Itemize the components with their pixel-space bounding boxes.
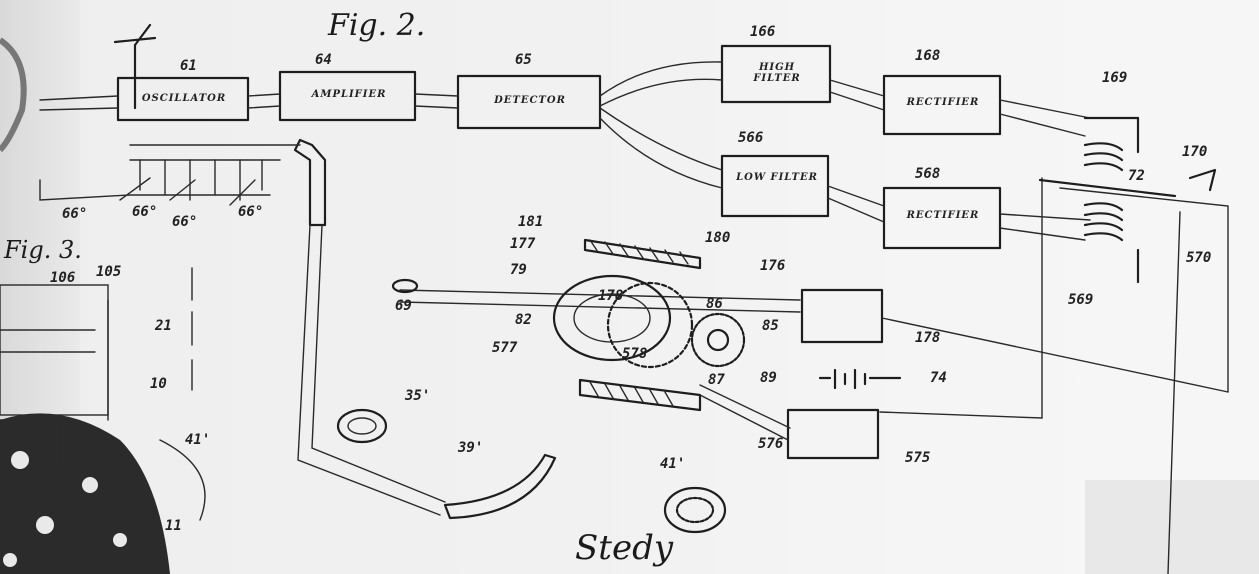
label-89: 89	[760, 370, 777, 386]
label-178b: 178	[598, 288, 624, 304]
fig2-title: Fig. 2.	[328, 8, 426, 43]
block-rectifier-2	[882, 186, 1002, 250]
label-41: 41'	[660, 456, 686, 472]
block-text-low-filter: LOW FILTER	[736, 172, 818, 183]
label-35: 35'	[405, 388, 431, 404]
label-66a: 66°	[62, 206, 88, 222]
block-high-filter	[720, 44, 832, 104]
block-575	[786, 408, 880, 460]
label-66d: 66°	[238, 204, 264, 220]
switch-bank	[39, 144, 301, 206]
block-number-166: 166	[750, 24, 776, 40]
block-oscillator	[116, 76, 250, 122]
conduit-cable	[297, 224, 446, 516]
block-text-oscillator: OSCILLATOR	[141, 93, 227, 104]
label-170: 170	[1182, 144, 1208, 160]
label-66c: 66°	[172, 214, 198, 230]
block-number-575: 575	[905, 450, 931, 466]
label-10: 10	[150, 376, 167, 392]
block-number-61: 61	[180, 58, 197, 74]
label-74: 74	[930, 370, 947, 386]
block-number-168: 168	[915, 48, 941, 64]
block-rectifier-1	[882, 74, 1002, 136]
block-text-rectifier-1: RECTIFIER	[906, 97, 980, 108]
fig3-partial	[0, 267, 206, 521]
block-detector	[456, 74, 602, 130]
knob-35	[336, 408, 388, 444]
block-178	[800, 288, 884, 344]
label-79: 79	[510, 262, 527, 278]
label-180: 180	[705, 230, 731, 246]
paper-shadow	[1085, 480, 1259, 574]
bottom-handwriting: Stedy	[575, 528, 674, 568]
label-21: 21	[155, 318, 172, 334]
label-578: 578	[622, 346, 648, 362]
label-176: 176	[760, 258, 786, 274]
label-169: 169	[1102, 70, 1128, 86]
label-105: 105	[96, 264, 122, 280]
relay-coils	[1038, 116, 1217, 284]
label-86: 86	[706, 296, 723, 312]
block-number-178: 178	[915, 330, 941, 346]
label-577: 577	[492, 340, 518, 356]
label-569: 569	[1068, 292, 1094, 308]
gear-mechanism	[391, 238, 902, 412]
block-text-high-filter: HIGH FILTER	[753, 62, 801, 84]
cable-end	[443, 453, 557, 520]
block-text-detector: DETECTOR	[494, 95, 566, 106]
label-106: 106	[50, 270, 76, 286]
conduit-top	[293, 138, 327, 227]
label-576: 576	[758, 436, 784, 452]
label-11: 11	[165, 518, 182, 534]
knob-35-inner	[347, 417, 377, 435]
fig3-title: Fig. 3.	[4, 236, 82, 264]
label-39: 39'	[458, 440, 484, 456]
label-177: 177	[510, 236, 536, 252]
label-41b: 41'	[185, 432, 211, 448]
block-number-65: 65	[515, 52, 532, 68]
label-570: 570	[1186, 250, 1212, 266]
block-number-566: 566	[738, 130, 764, 146]
knob-41	[663, 486, 727, 534]
block-number-64: 64	[315, 52, 332, 68]
block-text-amplifier: AMPLIFIER	[311, 89, 387, 100]
antenna-icon	[113, 23, 157, 110]
label-69: 69	[395, 298, 412, 314]
block-number-568: 568	[915, 166, 941, 182]
block-amplifier	[278, 70, 417, 122]
label-87: 87	[708, 372, 725, 388]
label-72: 72	[1128, 168, 1145, 184]
knob-41-inner	[675, 496, 715, 524]
portrait-overlay	[0, 37, 170, 574]
label-82: 82	[515, 312, 532, 328]
label-66b: 66°	[132, 204, 158, 220]
label-85: 85	[762, 318, 779, 334]
block-text-rectifier-2: RECTIFIER	[906, 210, 980, 221]
label-181: 181	[518, 214, 544, 230]
